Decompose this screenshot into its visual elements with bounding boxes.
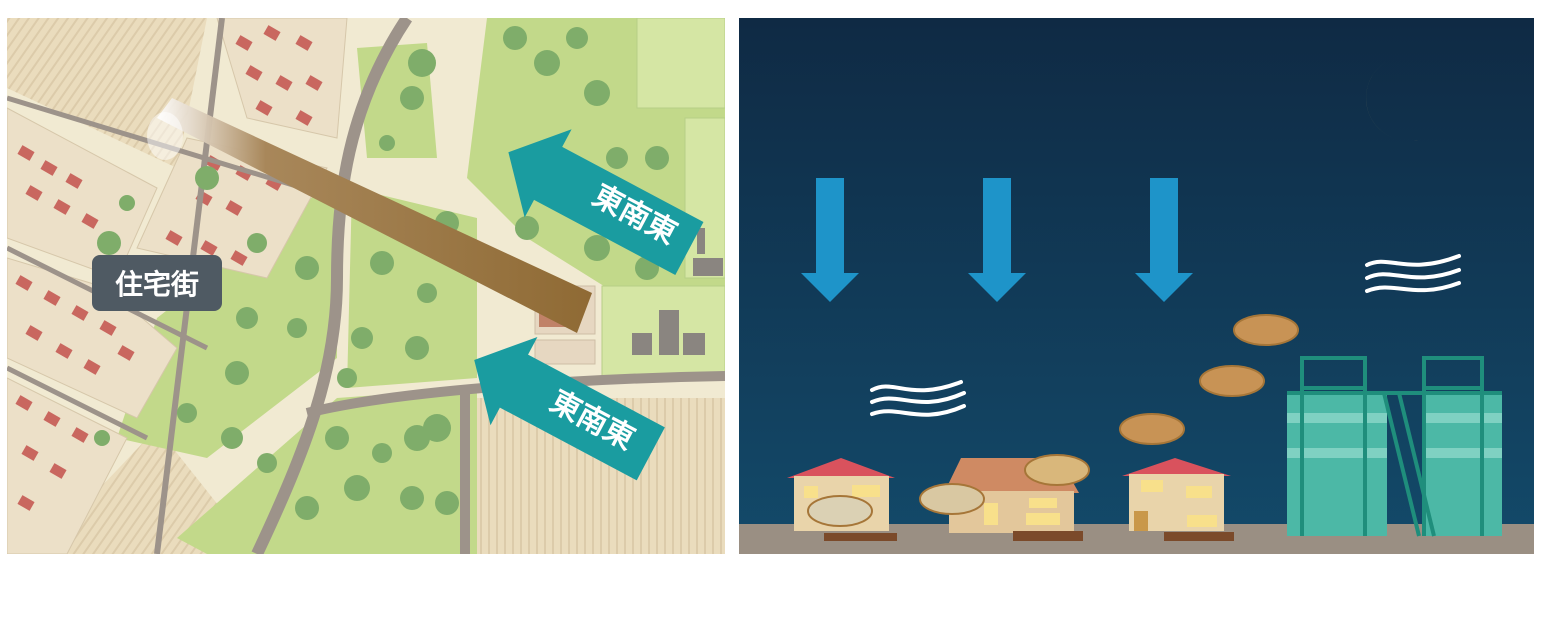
residential-area-text: 住宅街 xyxy=(115,268,199,301)
odor-plume xyxy=(147,98,592,333)
wind-arrow-lower xyxy=(474,336,665,481)
house xyxy=(1122,458,1234,541)
descending-air-arrows xyxy=(801,178,1193,302)
factory-plant xyxy=(1287,356,1502,537)
aerial-map: 東南東 東南東 住宅街 xyxy=(7,18,725,554)
down-arrow-icon xyxy=(968,178,1026,302)
odor-cloud xyxy=(1119,413,1185,445)
residential-area-label: 住宅街 xyxy=(92,255,222,311)
down-arrow-icon xyxy=(1135,178,1193,302)
aerial-map-panel: 東南東 東南東 住宅街 xyxy=(7,18,725,554)
night-scene-panel xyxy=(739,18,1534,554)
down-arrow-icon xyxy=(801,178,859,302)
trees xyxy=(94,26,669,520)
odor-cloud xyxy=(1024,454,1090,486)
odor-clouds xyxy=(807,314,1299,527)
wind-gust-icon xyxy=(870,254,1461,417)
night-scene xyxy=(739,18,1534,554)
odor-cloud xyxy=(807,495,873,527)
odor-cloud xyxy=(919,483,985,515)
odor-cloud xyxy=(1199,365,1265,397)
odor-cloud xyxy=(1233,314,1299,346)
field-plot xyxy=(636,18,725,109)
park xyxy=(177,388,477,554)
wind-arrow-upper xyxy=(508,129,704,276)
house-roofs xyxy=(15,25,323,511)
